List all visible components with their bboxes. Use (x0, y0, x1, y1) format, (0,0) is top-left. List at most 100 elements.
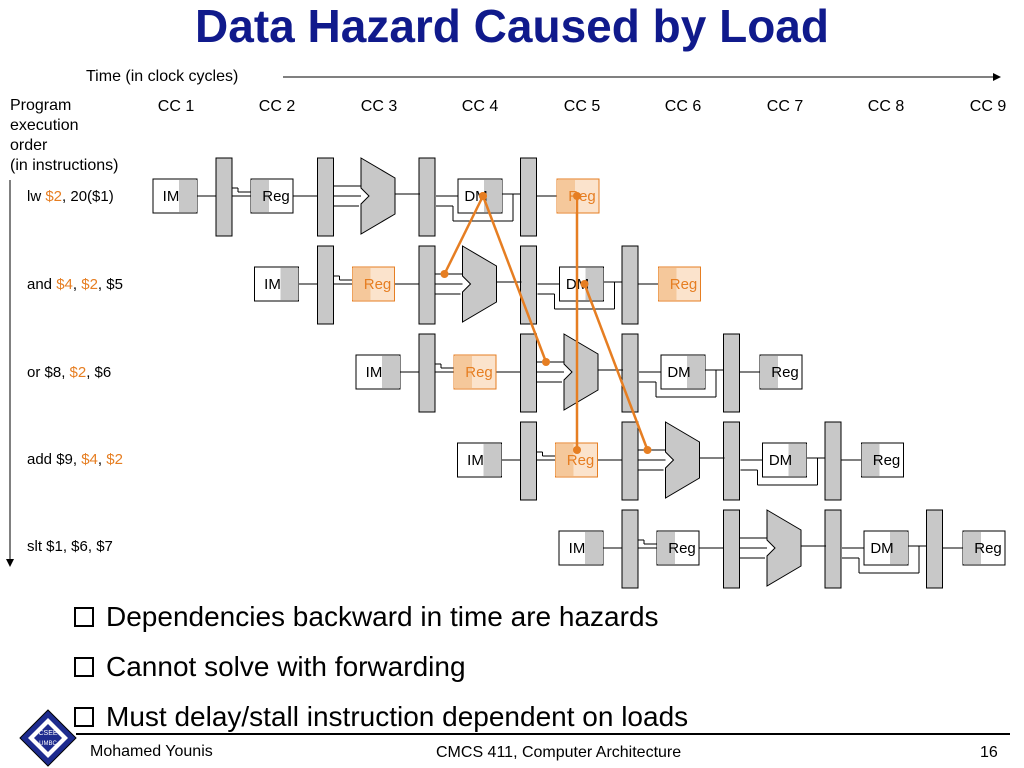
bullet-list: Dependencies backward in time are hazard… (74, 592, 688, 742)
pipeline-latch (520, 421, 537, 501)
csee-logo: CSEE UMBC (19, 709, 77, 767)
pipeline-row: IM Reg DM Reg (457, 421, 904, 501)
im-unit-label: IM (163, 188, 180, 205)
pipeline-latch (621, 333, 639, 413)
reg-write-unit-shade (963, 532, 981, 564)
pipeline-latch (418, 245, 436, 325)
reg-write-unit-label: Reg (670, 276, 698, 293)
im-unit-shade (585, 532, 603, 564)
bullet-item: Must delay/stall instruction dependent o… (74, 692, 688, 742)
alu-shape (462, 245, 497, 323)
clock-cycle-label: CC 6 (664, 98, 702, 115)
reg-write-unit-label: Reg (568, 188, 596, 205)
checkbox-bullet-icon (74, 707, 94, 727)
im-unit-label: IM (467, 452, 484, 469)
highlighted-register: $2 (45, 188, 63, 205)
instruction-text: slt $1, $6, $7 (27, 538, 113, 555)
footer-course: CMCS 411, Computer Architecture (436, 744, 682, 761)
instruction-text: , $6 (86, 364, 112, 381)
instruction-label: and $4, $2, $5 (27, 276, 123, 293)
reg-read-unit-label: Reg (262, 188, 290, 205)
reg-write-unit-shade (760, 356, 778, 388)
instruction-text: add $9, (27, 451, 82, 468)
clock-cycle-label: CC 8 (867, 98, 905, 115)
alu-shape (563, 333, 599, 411)
dm-unit-label: DM (870, 540, 893, 557)
bullet-text: Must delay/stall instruction dependent o… (106, 701, 689, 732)
bullet-item: Dependencies backward in time are hazard… (74, 592, 688, 642)
im-unit-label: IM (264, 276, 281, 293)
im-unit-shade (280, 268, 299, 300)
pipeline-latch (520, 333, 537, 413)
dependency-target-dot (440, 270, 449, 278)
reg-read-unit-label: Reg (567, 452, 595, 469)
reg-write-unit-label: Reg (974, 540, 1002, 557)
checkbox-bullet-icon (74, 657, 94, 677)
instruction-text: and (27, 276, 57, 293)
alu-shape (766, 509, 802, 587)
im-unit-shade (483, 444, 502, 476)
time-axis-label: Time (in clock cycles) (86, 68, 239, 85)
dependency-target-dot (573, 446, 581, 454)
highlighted-register: $2 (69, 364, 87, 381)
reg-write-unit-shade (557, 180, 575, 212)
clock-cycle-label: CC 4 (461, 98, 499, 115)
pipeline-latch (723, 509, 740, 589)
dm-unit-shade (788, 444, 807, 476)
reg-read-unit-label: Reg (364, 276, 392, 293)
reg-read-unit-shade (555, 444, 574, 476)
reg-read-unit-shade (454, 356, 472, 388)
dependency-line (481, 195, 548, 363)
instruction-label: or $8, $2, $6 (27, 364, 111, 381)
instruction-text: or $8, (27, 364, 70, 381)
reg-write-unit-label: Reg (873, 452, 901, 469)
program-order-line: execution (10, 117, 79, 134)
dm-unit-label: DM (769, 452, 792, 469)
instruction-label: slt $1, $6, $7 (27, 538, 113, 555)
dependency-source-dot (573, 192, 581, 200)
instruction-text: , (72, 276, 82, 293)
dm-unit-shade (687, 356, 705, 388)
pipeline-latch (824, 509, 842, 589)
dm-unit-shade (890, 532, 908, 564)
clock-cycle-label: CC 7 (766, 98, 804, 115)
reg-read-unit-shade (657, 532, 675, 564)
pipeline-rows: IMRegDMRegIMRegDMRegIMRegDMRegIMRegDMReg… (152, 157, 1006, 589)
instruction-label: add $9, $4, $2 (27, 451, 123, 468)
pipeline-latch (621, 509, 639, 589)
pipeline-latch (723, 333, 740, 413)
dm-unit-shade (585, 268, 604, 300)
pipeline-latch (418, 333, 436, 413)
pipeline-latch (621, 245, 639, 325)
pipeline-latch (723, 421, 740, 501)
pipeline-latch (215, 157, 233, 237)
instruction-text: lw (27, 188, 46, 205)
reg-read-unit-label: Reg (465, 364, 493, 381)
dependency-target-dot (643, 446, 652, 454)
footer-divider (76, 733, 1010, 735)
dependency-lines (440, 192, 652, 454)
pipeline-latch (520, 245, 537, 325)
highlighted-register: $4 (56, 276, 73, 293)
clock-cycle-label: CC 5 (563, 98, 601, 115)
reg-read-unit-shade (251, 180, 269, 212)
bullet-text: Cannot solve with forwarding (106, 651, 466, 682)
reg-read-unit-shade (352, 268, 371, 300)
reg-write-unit-shade (861, 444, 880, 476)
highlighted-register: $2 (81, 276, 98, 293)
instruction-text: , (97, 451, 107, 468)
dm-unit-label: DM (667, 364, 690, 381)
reg-write-unit-label: Reg (771, 364, 799, 381)
instruction-text: , $5 (97, 276, 123, 293)
clock-cycle-label: CC 1 (157, 98, 195, 115)
alu-shape (665, 421, 700, 499)
clock-cycle-label: CC 3 (360, 98, 398, 115)
dependency-source-dot (479, 192, 487, 200)
highlighted-register: $2 (106, 451, 123, 468)
dependency-target-dot (542, 358, 550, 366)
dependency-line (443, 195, 485, 275)
